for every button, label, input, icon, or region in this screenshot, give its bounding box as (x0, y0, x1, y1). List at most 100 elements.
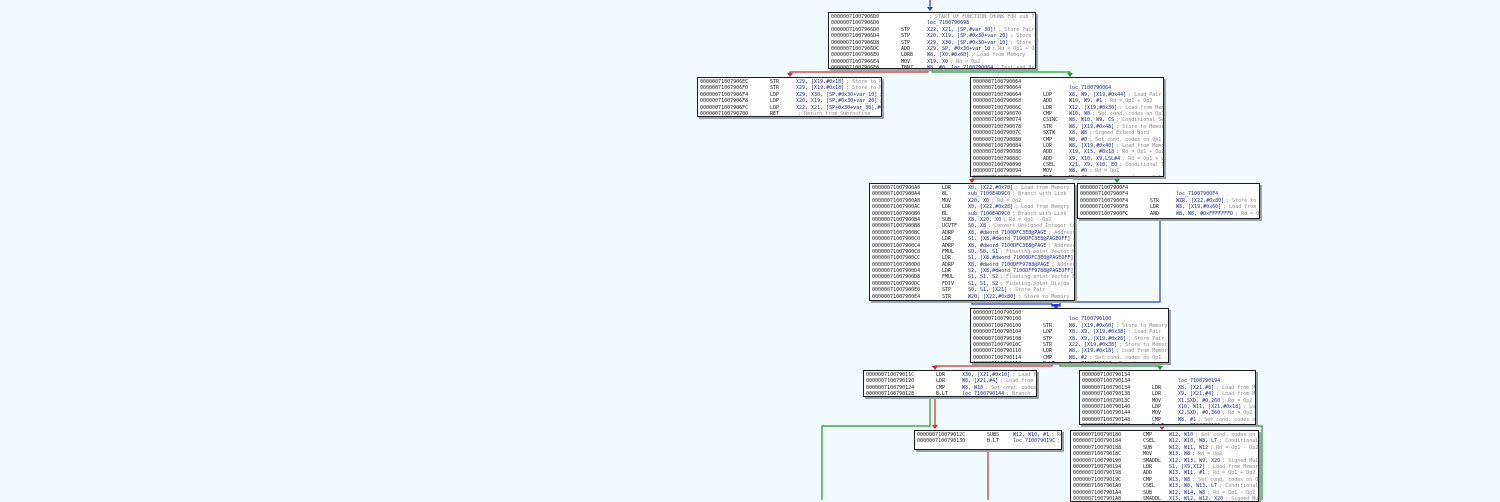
code-line[interactable]: 0000007100790098TSTW8, #0; Set cond. cod… (973, 175, 1163, 176)
code-line[interactable]: 0000007100790100 (973, 310, 1166, 316)
code-line[interactable]: 00000071007900F4 (1080, 185, 1257, 191)
code-line[interactable]: 00000071007900E8LDRW8, [X19,#0x60]; Load… (872, 300, 1072, 301)
code-line[interactable]: 00000071007906D0; START OF FUNCTION CHUN… (831, 14, 1035, 20)
code-block-entry[interactable]: 00000071007906D0; START OF FUNCTION CHUN… (828, 12, 1036, 69)
code-line[interactable]: 0000007100790064 (973, 79, 1161, 85)
code-line[interactable]: 0000007100790134 (1082, 372, 1253, 378)
